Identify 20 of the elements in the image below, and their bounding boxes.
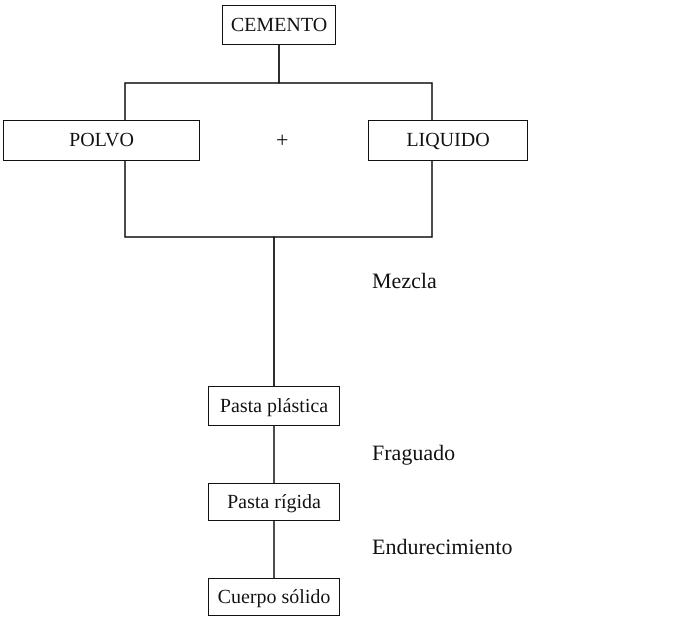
step-label: Fraguado — [372, 440, 456, 466]
step-label: Endurecimiento — [372, 534, 513, 560]
connector-line — [273, 161, 433, 386]
box-label: CEMENTO — [230, 14, 328, 36]
step-label: Mezcla — [372, 268, 437, 294]
box-label: Pasta plástica — [220, 394, 328, 418]
connector-line — [278, 45, 433, 120]
connector-line — [273, 521, 275, 578]
process-box — [222, 5, 336, 45]
process-box — [208, 578, 340, 616]
plus-sign: + — [276, 127, 288, 153]
process-box — [3, 120, 200, 161]
process-box — [368, 120, 528, 161]
box-label: LIQUIDO — [406, 129, 490, 152]
process-box — [208, 386, 340, 426]
box-label: Cuerpo sólido — [218, 586, 330, 608]
connector-line — [273, 426, 275, 483]
box-label: POLVO — [69, 129, 134, 152]
process-box — [208, 483, 340, 521]
box-label: Pasta rígida — [227, 490, 321, 514]
